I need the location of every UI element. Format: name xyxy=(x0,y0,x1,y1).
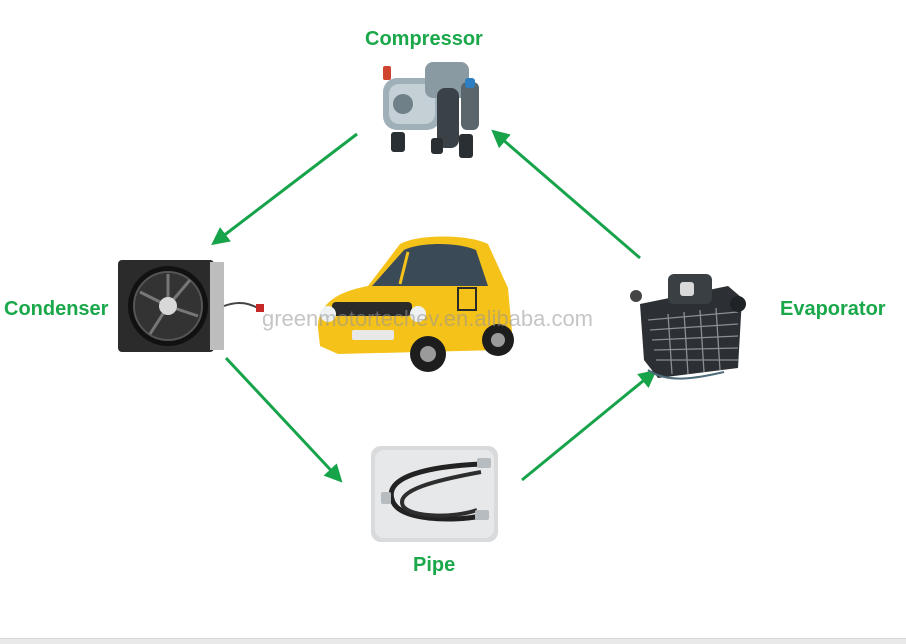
arrow-pipe-to-evaporator xyxy=(522,372,654,480)
pipe-image xyxy=(371,446,498,542)
arrow-compressor-to-condenser xyxy=(214,134,357,243)
evaporator-image xyxy=(628,268,758,380)
compressor-image xyxy=(375,58,495,173)
condenser-image xyxy=(110,256,270,356)
bottom-divider xyxy=(0,638,906,644)
car-image xyxy=(308,228,518,376)
arrow-condenser-to-pipe xyxy=(226,358,340,480)
